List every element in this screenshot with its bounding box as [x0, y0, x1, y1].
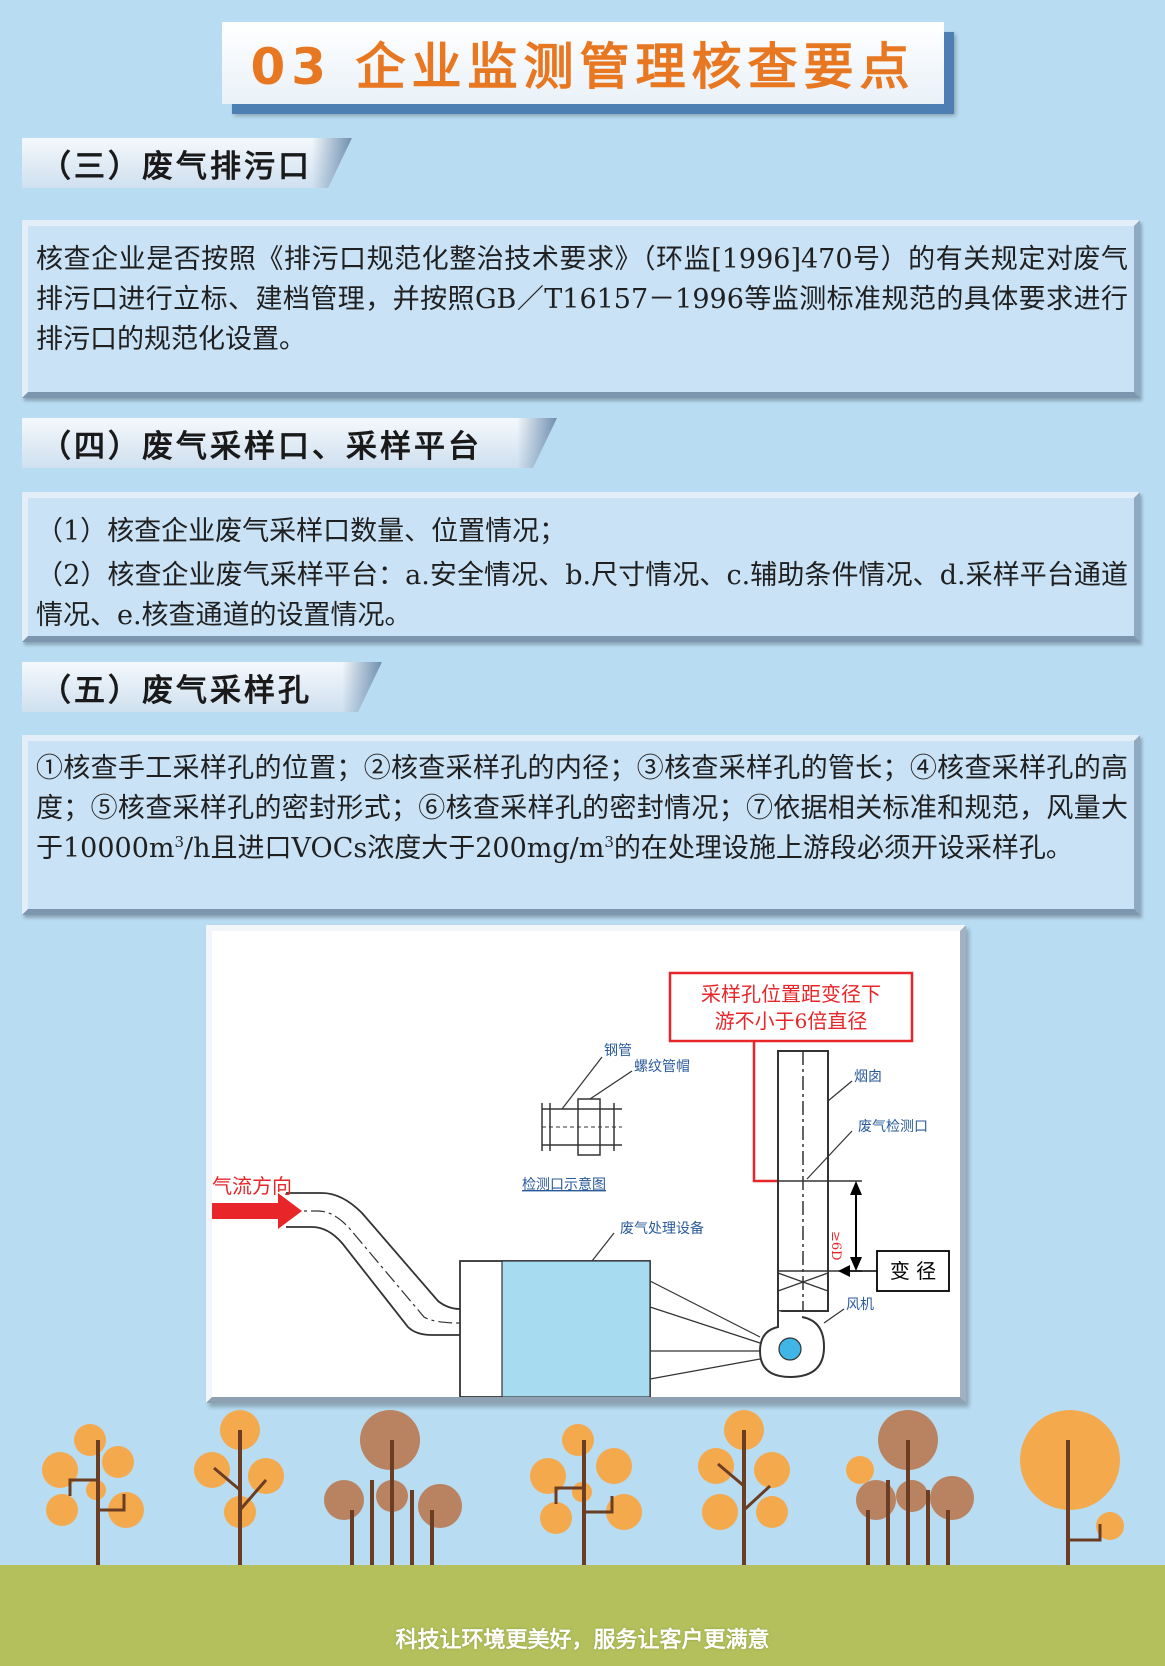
trees-decoration	[42, 1410, 1124, 1568]
page-title: 03 企业监测管理核查要点	[222, 22, 944, 104]
thread-cap	[577, 1098, 601, 1156]
grass-ground	[0, 1565, 1165, 1666]
label-steel-pipe: 钢管	[604, 1043, 632, 1059]
reducer-box	[876, 1250, 950, 1292]
label-thread-cap: 螺纹管帽	[634, 1059, 690, 1075]
label-fan: 风机	[846, 1297, 874, 1313]
callout-box	[668, 971, 914, 1043]
footer-slogan: 科技让环境更美好，服务让客户更满意	[395, 1628, 770, 1653]
label-port-sketch: 检测口示意图	[522, 1176, 606, 1193]
section-body-line-2: （2）核查企业废气采样平台：a.安全情况、b.尺寸情况、c.辅助条件情况、d.采…	[36, 560, 1128, 631]
duct-lower	[286, 1226, 460, 1336]
callout-arrow	[752, 1041, 784, 1183]
airflow-arrow-shaft	[212, 1203, 282, 1219]
duct-upper	[286, 1192, 461, 1310]
section-body-sampling-platform: （1）核查企业废气采样口数量、位置情况； （2）核查企业废气采样平台：a.安全情…	[22, 492, 1140, 642]
tree-6	[846, 1410, 974, 1568]
tree-4	[530, 1424, 642, 1568]
callout-line-1: 采样孔位置距变径下	[701, 982, 881, 1006]
section-heading-sampling-hole-text: （五）废气采样孔	[40, 672, 312, 709]
section-body-outlet: 核查企业是否按照《排污口规范化整治技术要求》（环监[1996]470号）的有关规…	[22, 220, 1140, 398]
section-body-line-1: （1）核查企业废气采样口数量、位置情况；	[36, 516, 567, 547]
tree-2	[194, 1410, 284, 1568]
duct-axis	[286, 1210, 461, 1324]
section-heading-sampling-hole: （五）废气采样孔	[22, 662, 382, 712]
tree-3	[324, 1410, 462, 1568]
label-monitor-port: 废气检测口	[858, 1119, 928, 1135]
label-airflow: 气流方向	[212, 1174, 292, 1198]
label-chimney: 烟囱	[854, 1069, 882, 1085]
sampling-hole-diagram: 采样孔位置距变径下 游不小于6倍直径 ≥6D 烟囱 废气检测口 变 径 风机	[206, 925, 966, 1403]
diagram-drawing: 采样孔位置距变径下 游不小于6倍直径 ≥6D 烟囱 废气检测口 变 径 风机	[212, 971, 950, 1397]
tree-7	[1020, 1410, 1124, 1568]
section-body-sampling-hole-text: ①核查手工采样孔的位置；②核查采样孔的内径；③核查采样孔的管长；④核查采样孔的高…	[36, 753, 1128, 864]
section-heading-outlet: （三）废气排污口	[22, 138, 352, 188]
tree-5	[698, 1410, 790, 1568]
section-body-outlet-text: 核查企业是否按照《排污口规范化整治技术要求》（环监[1996]470号）的有关规…	[36, 244, 1128, 355]
tree-1	[42, 1424, 144, 1568]
dimension-label: ≥6D	[828, 1231, 843, 1261]
section-heading-sampling-platform: （四）废气采样口、采样平台	[22, 418, 557, 468]
airflow-arrowhead	[278, 1193, 302, 1229]
treatment-filter	[501, 1260, 651, 1397]
section-heading-sampling-platform-text: （四）废气采样口、采样平台	[40, 428, 482, 465]
section-heading-outlet-text: （三）废气排污口	[40, 148, 312, 185]
fan-impeller	[778, 1337, 802, 1361]
section-body-sampling-hole: ①核查手工采样孔的位置；②核查采样孔的内径；③核查采样孔的管长；④核查采样孔的高…	[22, 735, 1140, 915]
callout-line-2: 游不小于6倍直径	[715, 1009, 868, 1033]
label-treatment: 废气处理设备	[620, 1220, 704, 1237]
label-reducer: 变 径	[890, 1259, 936, 1283]
